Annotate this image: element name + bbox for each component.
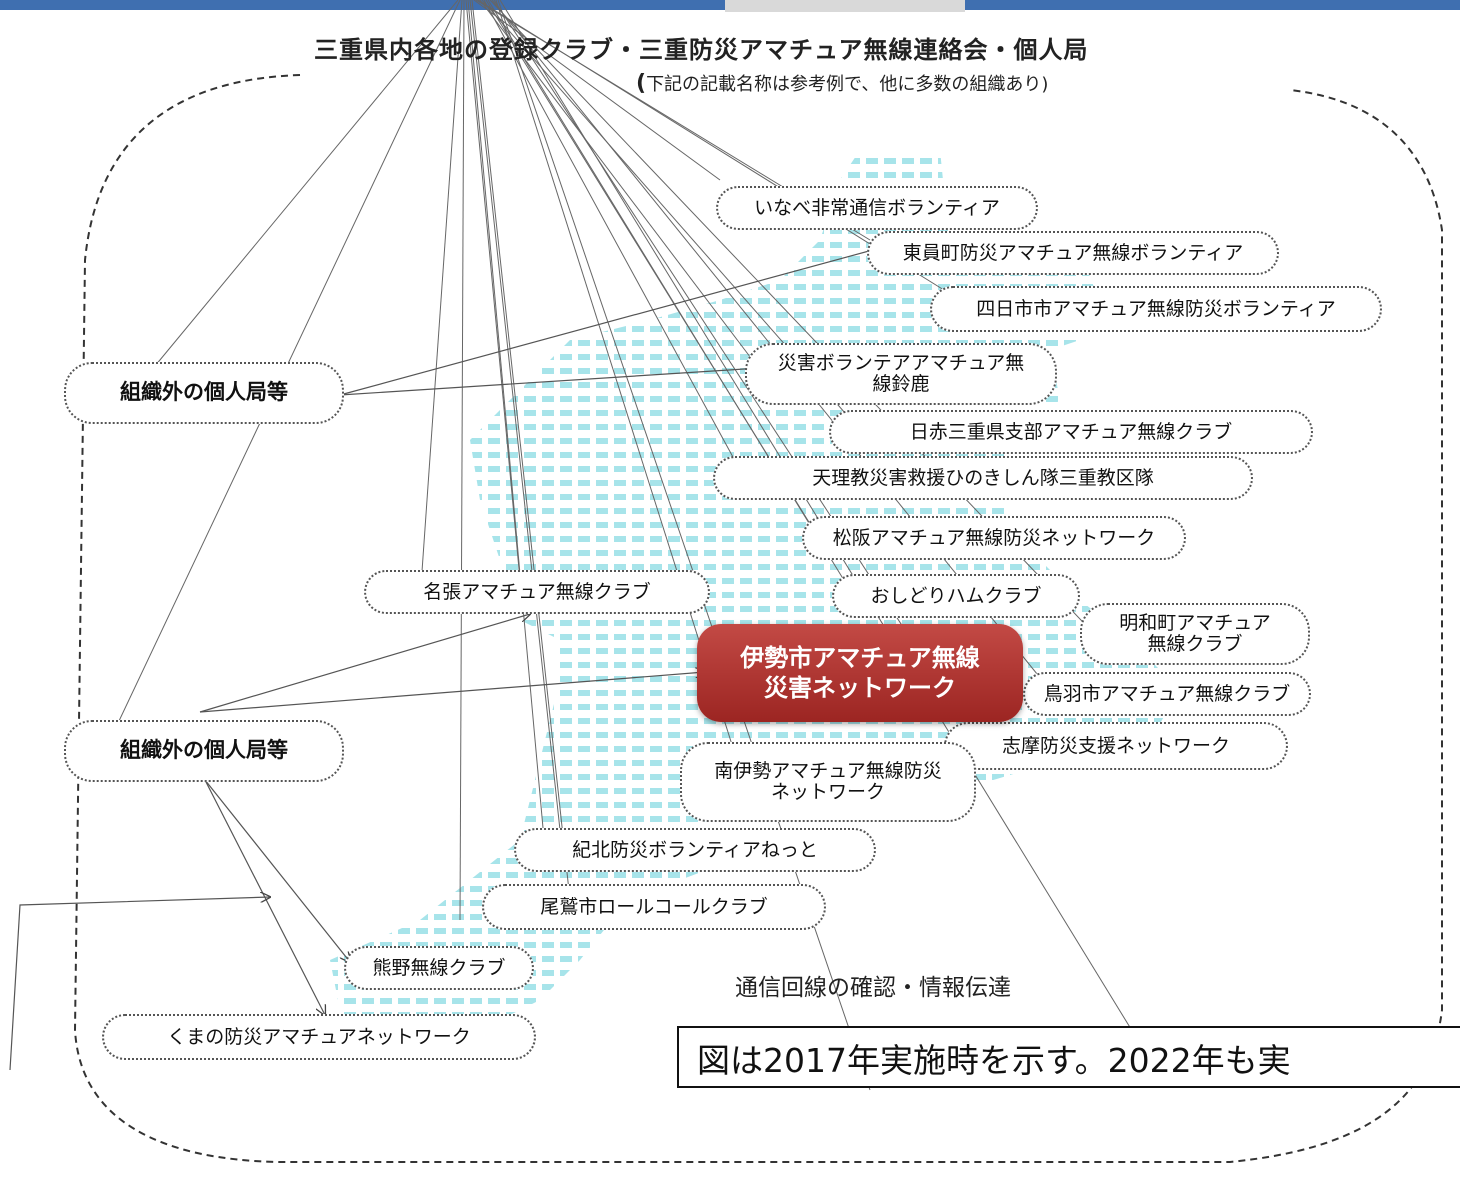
org-node: おしどりハムクラブ bbox=[832, 574, 1080, 618]
individual-station-label: 組織外の個人局等 bbox=[120, 380, 288, 405]
org-node: 東員町防災アマチュア無線ボランティア bbox=[867, 231, 1279, 275]
center-node: 伊勢市アマチュア無線 災害ネットワーク bbox=[697, 624, 1023, 722]
outer-boundary bbox=[73, 74, 1443, 1163]
org-label: 鳥羽市アマチュア無線クラブ bbox=[1043, 682, 1291, 705]
org-node: 災害ボランテアアマチュア無線鈴鹿 bbox=[745, 343, 1057, 405]
org-label: 松阪アマチュア無線防災ネットワーク bbox=[832, 526, 1156, 549]
org-label: 日赤三重県支部アマチュア無線クラブ bbox=[909, 420, 1233, 443]
individual-arrows bbox=[9, 248, 880, 1071]
org-label: くまの防災アマチュアネットワーク bbox=[167, 1025, 471, 1048]
org-label: 天理教災害救援ひのきしん隊三重教区隊 bbox=[812, 466, 1154, 489]
org-node: 南伊勢アマチュア無線防災ネットワーク bbox=[680, 742, 976, 822]
org-node: 名張アマチュア無線クラブ bbox=[364, 570, 710, 614]
subtitle-text: 下記の記載名称は参考例で、他に多数の組織あり) bbox=[646, 74, 1049, 95]
center-node-line1: 伊勢市アマチュア無線 bbox=[740, 644, 980, 672]
org-node: 鳥羽市アマチュア無線クラブ bbox=[1023, 672, 1311, 716]
org-label: 南伊勢アマチュア無線防災ネットワーク bbox=[714, 760, 942, 803]
individual-station-label: 組織外の個人局等 bbox=[120, 738, 288, 763]
note-box: 図は2017年実施時を示す。2022年も実 bbox=[677, 1026, 1460, 1088]
org-node: 志摩防災支援ネットワーク bbox=[944, 722, 1288, 770]
org-label: 熊野無線クラブ bbox=[372, 956, 506, 979]
subtitle-paren: ( bbox=[636, 71, 647, 96]
org-node: 尾鷲市ロールコールクラブ bbox=[482, 884, 826, 930]
org-node: 紀北防災ボランティアねっと bbox=[514, 828, 876, 872]
org-node: いなべ非常通信ボランティア bbox=[716, 186, 1038, 230]
note-text: 図は2017年実施時を示す。2022年も実 bbox=[697, 1041, 1291, 1080]
individual-station-node: 組織外の個人局等 bbox=[64, 362, 344, 424]
org-label: 紀北防災ボランティアねっと bbox=[572, 838, 818, 861]
diagram-title: 三重県内各地の登録クラブ・三重防災アマチュア無線連絡会・個人局 bbox=[314, 36, 1089, 64]
org-label: 災害ボランテアアマチュア無線鈴鹿 bbox=[777, 352, 1025, 395]
diagram-subtitle: (下記の記載名称は参考例で、他に多数の組織あり) bbox=[636, 70, 1048, 96]
communication-label: 通信回線の確認・情報伝達 bbox=[735, 975, 1011, 1001]
org-node: 四日市市アマチュア無線防災ボランティア bbox=[930, 286, 1382, 332]
individual-station-node: 組織外の個人局等 bbox=[64, 720, 344, 782]
org-label: 志摩防災支援ネットワーク bbox=[1001, 734, 1230, 757]
org-node: 天理教災害救援ひのきしん隊三重教区隊 bbox=[713, 456, 1253, 500]
org-node: 日赤三重県支部アマチュア無線クラブ bbox=[829, 410, 1313, 454]
top-tab bbox=[725, 0, 965, 12]
org-label: 明和町アマチュア無線クラブ bbox=[1119, 612, 1271, 655]
org-node: 熊野無線クラブ bbox=[344, 946, 534, 990]
org-label: いなべ非常通信ボランティア bbox=[754, 196, 1000, 219]
org-label: おしどりハムクラブ bbox=[870, 584, 1042, 607]
org-node: 松阪アマチュア無線防災ネットワーク bbox=[802, 516, 1186, 560]
org-node: くまの防災アマチュアネットワーク bbox=[102, 1014, 536, 1060]
org-label: 東員町防災アマチュア無線ボランティア bbox=[902, 241, 1244, 264]
org-label: 四日市市アマチュア無線防災ボランティア bbox=[976, 297, 1336, 320]
org-node: 明和町アマチュア無線クラブ bbox=[1080, 603, 1310, 665]
org-label: 名張アマチュア無線クラブ bbox=[423, 580, 651, 603]
center-node-line2: 災害ネットワーク bbox=[764, 674, 956, 702]
org-label: 尾鷲市ロールコールクラブ bbox=[540, 895, 768, 918]
